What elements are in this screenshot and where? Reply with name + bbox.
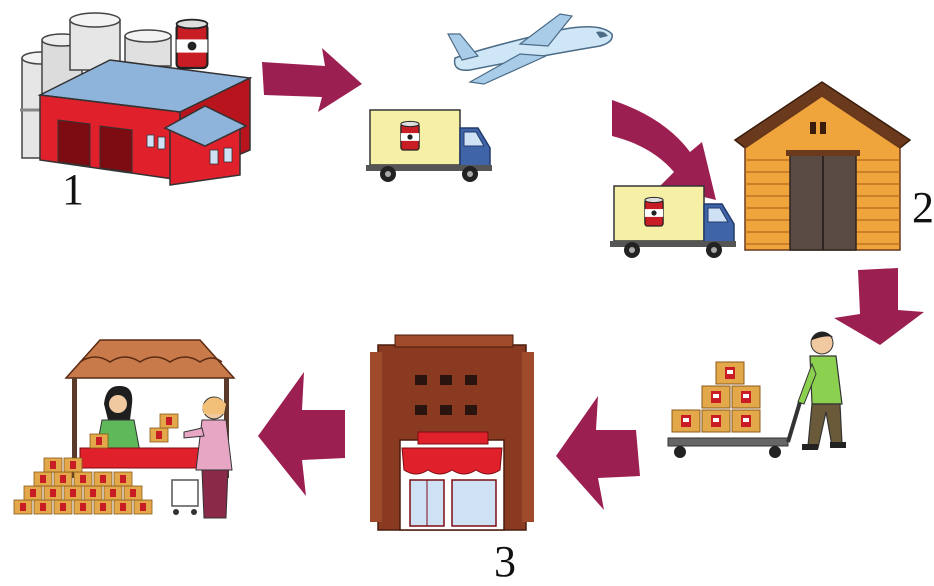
flow-arrow-icon [258, 372, 345, 496]
delivery-truck-icon [366, 110, 492, 182]
factory-icon [20, 13, 250, 185]
warehouse-icon [735, 82, 910, 250]
step-label-2: 2 [912, 186, 934, 230]
delivery-truck-icon [610, 186, 736, 258]
flow-arrow-icon [612, 100, 716, 200]
airplane-icon [448, 14, 612, 84]
flow-arrow-icon [262, 48, 362, 112]
hand-truck-worker-icon [668, 332, 846, 458]
step-label-1: 1 [62, 168, 84, 212]
market-stall-icon [14, 340, 234, 518]
flow-arrow-icon [556, 396, 640, 510]
flow-arrow-icon [834, 268, 924, 345]
step-label-3: 3 [494, 540, 516, 584]
store-building-icon [370, 335, 534, 530]
